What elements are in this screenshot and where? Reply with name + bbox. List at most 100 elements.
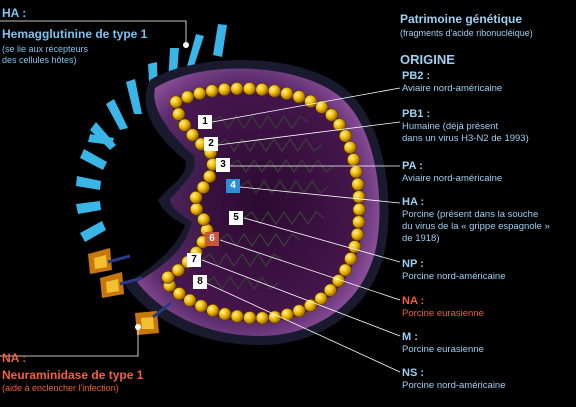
capsid-bead <box>183 293 197 307</box>
segment-pa: PA : Aviaire nord-américaine <box>402 160 502 185</box>
capsid-bead <box>171 263 185 277</box>
segment-ha-desc-1: Porcine (présent dans la souche <box>402 209 539 220</box>
segment-pb2-name: PB2 : <box>402 70 431 82</box>
segment-m: M : Porcine eurasienne <box>402 331 484 356</box>
capsid-bead <box>351 177 365 191</box>
segment-np-desc: Porcine nord-américaine <box>402 271 506 282</box>
segment-ha: HA : Porcine (présent dans la souche du … <box>402 196 550 245</box>
segment-pb1-name: PB1 : <box>402 108 431 120</box>
segment-number-7: 7 <box>187 253 201 267</box>
segment-number-8: 8 <box>193 275 207 289</box>
capsid-bead <box>197 212 211 226</box>
capsid-bead <box>161 270 175 284</box>
capsid-bead <box>181 90 195 104</box>
capsid-bead <box>230 82 244 96</box>
capsid-bead <box>331 274 345 288</box>
na-label-desc: (aide à enclencher l'infection) <box>2 383 119 393</box>
na-label-name: Neuraminidase de type 1 <box>2 368 144 382</box>
capsid-bead <box>190 202 204 216</box>
segment-np: NP : Porcine nord-américaine <box>402 258 506 283</box>
capsid-bead <box>280 87 294 101</box>
capsid-bead <box>315 100 329 114</box>
genetic-title: Patrimoine génétique <box>400 12 523 26</box>
capsid-bead <box>323 283 337 297</box>
segment-number-4: 4 <box>226 179 240 193</box>
na-spikes <box>88 248 172 335</box>
capsid-bead <box>206 303 220 317</box>
capsid-bead <box>230 309 244 323</box>
ha-label-title: HA : <box>2 6 27 20</box>
capsid-bead <box>338 263 352 277</box>
capsid-bead <box>338 129 352 143</box>
segment-na-name: NA : <box>402 295 425 307</box>
capsid-bead <box>349 165 363 179</box>
capsid-bead <box>196 180 210 194</box>
capsid-bead <box>203 170 217 184</box>
segment-ns: NS : Porcine nord-américaine <box>402 367 506 392</box>
segment-ha-desc-2: du virus de la « grippe espagnole » <box>402 221 550 232</box>
capsid-bead <box>332 118 346 132</box>
segment-ha-desc-3: de 1918) <box>402 233 440 244</box>
capsid-bead <box>217 82 231 96</box>
callout-lines <box>0 20 401 373</box>
capsid-bead <box>186 128 200 142</box>
segment-number-5: 5 <box>229 211 243 225</box>
capsid-bead <box>255 311 269 325</box>
capsid-bead <box>350 228 364 242</box>
genetic-subtitle: (fragments d'acide ribonucléique) <box>400 28 533 38</box>
capsid-bead <box>172 107 186 121</box>
segment-na: NA : Porcine eurasienne <box>402 295 484 320</box>
capsid-bead <box>193 86 207 100</box>
capsid-bead <box>352 215 366 229</box>
capsid-bead <box>189 191 203 205</box>
segment-number-2: 2 <box>204 137 218 151</box>
capsid-bead <box>347 153 361 167</box>
segment-pb1-desc-1: Humaine (déjà présent <box>402 121 499 132</box>
capsid-bead <box>344 252 358 266</box>
segment-pb2-desc: Aviaire nord-américaine <box>402 83 503 94</box>
capsid-bead <box>255 83 269 97</box>
origin-heading: ORIGINE <box>400 52 455 67</box>
capsid-bead <box>205 84 219 98</box>
capsid-bead <box>343 141 357 155</box>
capsid-bead <box>352 190 366 204</box>
capsid-bead <box>303 298 317 312</box>
segment-number-1: 1 <box>198 115 212 129</box>
capsid-bead <box>292 304 306 318</box>
ha-spikes <box>76 24 227 242</box>
segment-np-name: NP : <box>402 258 424 270</box>
segment-ns-name: NS : <box>402 367 424 379</box>
capsid-bead <box>169 95 183 109</box>
segment-number-6: 6 <box>205 232 219 246</box>
capsid-bead <box>325 108 339 122</box>
segment-ns-desc: Porcine nord-américaine <box>402 380 506 391</box>
capsid-bead <box>292 90 306 104</box>
segment-m-name: M : <box>402 331 418 343</box>
capsid-bead <box>243 311 257 325</box>
capsid-bead <box>178 118 192 132</box>
capsid-bead <box>243 82 257 96</box>
segment-pb2: PB2 : Aviaire nord-américaine <box>402 70 502 95</box>
capsid-bead <box>304 94 318 108</box>
capsid-bead <box>267 84 281 98</box>
segment-pa-desc: Aviaire nord-américaine <box>402 173 503 184</box>
ha-label-name: Hemagglutinine de type 1 <box>2 27 148 41</box>
capsid-bead <box>348 240 362 254</box>
capsid-bead <box>314 292 328 306</box>
segment-pb1: PB1 : Humaine (déjà présent dans un viru… <box>402 108 529 145</box>
segment-m-desc: Porcine eurasienne <box>402 344 484 355</box>
capsid-beads <box>161 82 366 325</box>
capsid-bead <box>218 307 232 321</box>
ha-label-desc-1: (se lie aux récepteurs <box>2 44 89 54</box>
capsid-bead <box>194 299 208 313</box>
segment-pb1-desc-2: dans un virus H3-N2 de 1993) <box>402 133 529 144</box>
na-label-title: NA : <box>2 351 27 365</box>
segment-pa-name: PA : <box>402 160 423 172</box>
capsid-bead <box>352 203 366 217</box>
segment-ha-name: HA : <box>402 196 425 208</box>
capsid-bead <box>172 287 186 301</box>
capsid-bead <box>280 308 294 322</box>
ha-label-desc-2: des cellules hôtes) <box>2 55 77 65</box>
